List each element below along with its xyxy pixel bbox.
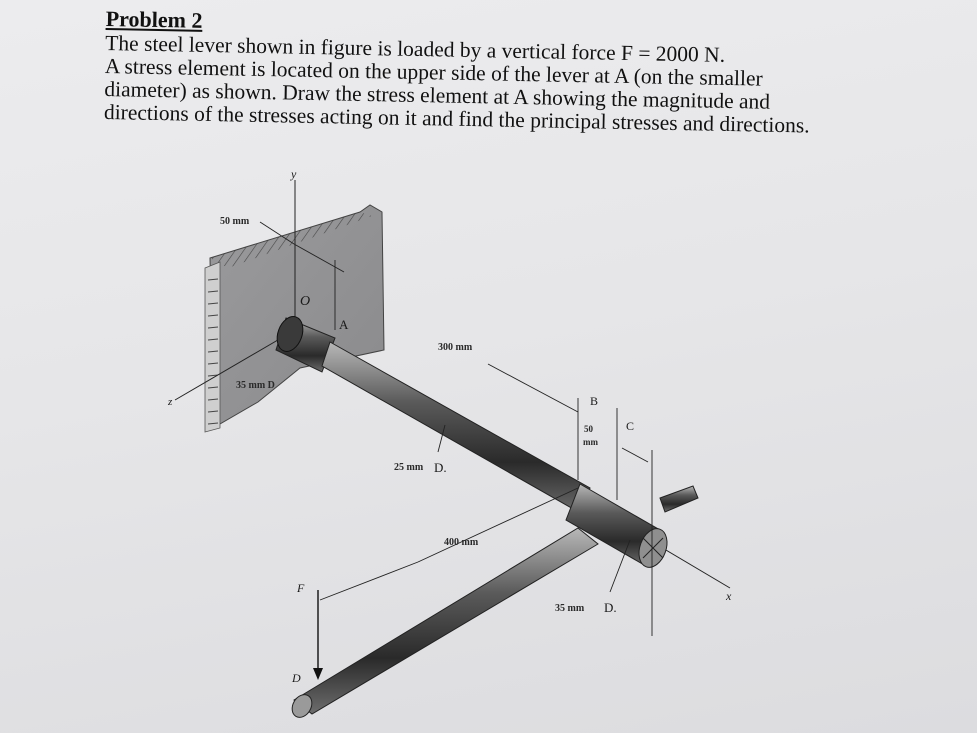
force-f-label: F xyxy=(296,581,305,595)
dim-400mm-label: 400 mm xyxy=(444,537,479,548)
shaft-large-section xyxy=(275,316,336,373)
dim-35mm-d2-label: 35 mm xyxy=(555,603,585,614)
point-a-label: A xyxy=(339,317,349,332)
dim-25mm-label: 25 mm xyxy=(394,462,424,473)
wall-support xyxy=(204,204,385,433)
dim-300mm-label: 300 mm xyxy=(438,342,473,353)
force-arrow xyxy=(313,590,323,680)
lever-arm xyxy=(291,527,599,718)
point-o-label: O xyxy=(300,294,310,309)
axis-x-label: x xyxy=(725,589,732,603)
shaft-small-section xyxy=(321,341,591,515)
dim-50mm-label: 50 mm xyxy=(220,216,250,227)
dimension-lines xyxy=(259,221,653,636)
point-c-label: C xyxy=(626,419,634,433)
dim-50mm-b-value: 50 xyxy=(584,424,594,434)
dim-35mm-d-label: 35 mm D xyxy=(236,380,275,391)
end-stub xyxy=(659,485,699,513)
hub-section xyxy=(565,483,668,568)
dim-25mm-suffix: D. xyxy=(434,460,447,475)
dim-35mm-d2-suffix: D. xyxy=(604,600,617,615)
dim-50mm-b-unit: mm xyxy=(583,437,598,447)
axis-z-label: z xyxy=(167,396,173,408)
axis-y-label: y xyxy=(290,167,297,181)
point-d-label: D xyxy=(291,671,301,685)
point-b-label: B xyxy=(590,394,598,408)
